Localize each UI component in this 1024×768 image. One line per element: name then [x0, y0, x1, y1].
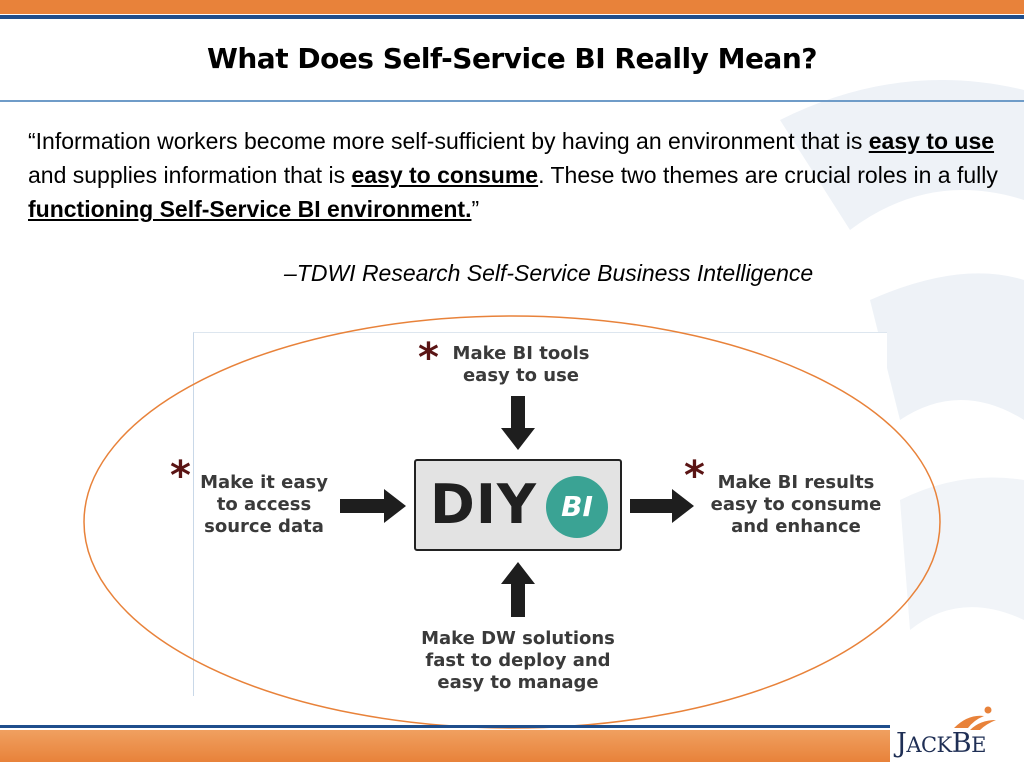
text-left-line-2: to access	[216, 494, 312, 515]
logo-letter-b: B	[951, 728, 972, 759]
footer-blue-bar	[0, 725, 890, 728]
text-top-line-2: easy to use	[462, 365, 580, 386]
quote-attribution: –TDWI Research Self-Service Business Int…	[284, 260, 814, 286]
diy-label: DIY	[430, 473, 538, 536]
text-left-line-1: Make it easy	[200, 472, 328, 493]
star-right: *	[684, 453, 705, 499]
star-left: *	[170, 453, 191, 499]
text-bottom-line-3: easy to manage	[437, 672, 599, 693]
footer-orange-bar	[0, 730, 890, 762]
text-left: Make it easy to access source data	[196, 472, 332, 538]
logo-letter-e: E	[971, 733, 986, 757]
quote-part-3: . These two themes are crucial roles in …	[538, 162, 998, 188]
text-right-line-1: Make BI results	[717, 472, 875, 493]
quote-emphasis-easy-to-consume: easy to consume	[351, 162, 539, 188]
diy-bi-box: DIY BI	[414, 459, 622, 551]
quote-emphasis-easy-to-use: easy to use	[868, 128, 995, 154]
jackbe-logo: JACKBE	[896, 728, 986, 759]
quote-text: “Information workers become more self-su…	[28, 124, 1003, 226]
header-orange-bar	[0, 0, 1024, 14]
bi-badge: BI	[546, 476, 608, 538]
text-bottom-line-1: Make DW solutions	[421, 628, 615, 649]
star-top: *	[418, 335, 439, 381]
logo-area	[890, 705, 1024, 768]
slide-title: What Does Self-Service BI Really Mean?	[206, 42, 818, 75]
logo-figure-icon	[954, 706, 996, 730]
quote-emphasis-functioning-env: functioning Self-Service BI environment.	[28, 196, 472, 222]
title-divider	[0, 100, 1024, 102]
quote-part-4: ”	[471, 196, 480, 222]
text-top: Make BI tools easy to use	[446, 343, 596, 387]
header-blue-bar	[0, 15, 1024, 19]
logo-letters-ack: ACK	[906, 733, 952, 757]
logo-letter-j: J	[896, 728, 907, 759]
quote-part-2: and supplies information that is	[28, 162, 352, 188]
quote-part-1: “Information workers become more self-su…	[28, 128, 869, 154]
text-left-line-3: source data	[204, 516, 324, 537]
text-top-line-1: Make BI tools	[452, 343, 590, 364]
text-right: Make BI results easy to consume and enha…	[706, 472, 886, 538]
text-right-line-3: and enhance	[731, 516, 861, 537]
text-bottom-line-2: fast to deploy and	[425, 650, 611, 671]
text-right-line-2: easy to consume	[710, 494, 882, 515]
text-bottom: Make DW solutions fast to deploy and eas…	[414, 628, 622, 694]
